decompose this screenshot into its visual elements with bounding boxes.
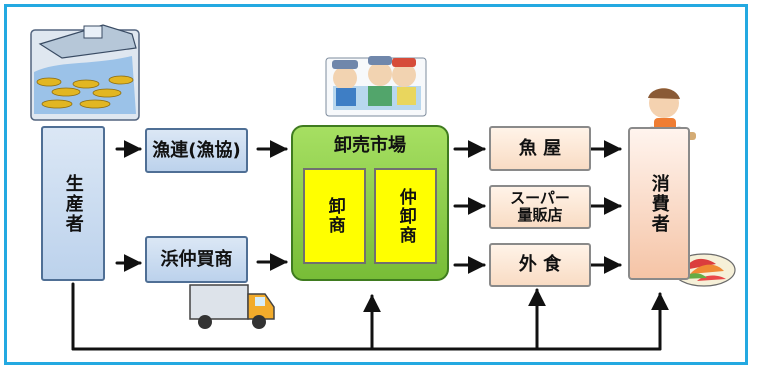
beach-buyer-box: 浜仲買商: [145, 236, 248, 283]
market-label: 卸売市場: [334, 135, 406, 156]
producer-label: 生産者: [62, 173, 84, 234]
supermarket-box: スーパー 量販店: [489, 185, 591, 229]
producer-box: 生産者: [41, 126, 105, 281]
consumer-label: 消費者: [648, 173, 670, 234]
consumer-box: 消費者: [628, 127, 690, 280]
fish-shop-box: 魚 屋: [489, 126, 591, 171]
wholesaler-label: 卸商: [324, 197, 345, 235]
wholesaler-box: 卸商: [303, 168, 366, 264]
supermarket-label: スーパー 量販店: [510, 188, 570, 224]
market-people-icon: [325, 56, 427, 117]
intermediate-box: 仲卸商: [374, 168, 437, 264]
truck-icon: [189, 284, 275, 329]
intermediate-label: 仲卸商: [395, 187, 416, 245]
beach-buyer-label: 浜仲買商: [160, 248, 233, 270]
food-service-box: 外 食: [489, 243, 591, 287]
fishery-union-label: 漁連(漁協): [152, 139, 241, 161]
fishery-union-box: 漁連(漁協): [145, 128, 248, 173]
fish-shop-label: 魚 屋: [518, 137, 562, 159]
flow-lines: [71, 140, 669, 351]
fishing-boat-icon: [30, 24, 140, 121]
food-service-label: 外 食: [518, 254, 562, 276]
